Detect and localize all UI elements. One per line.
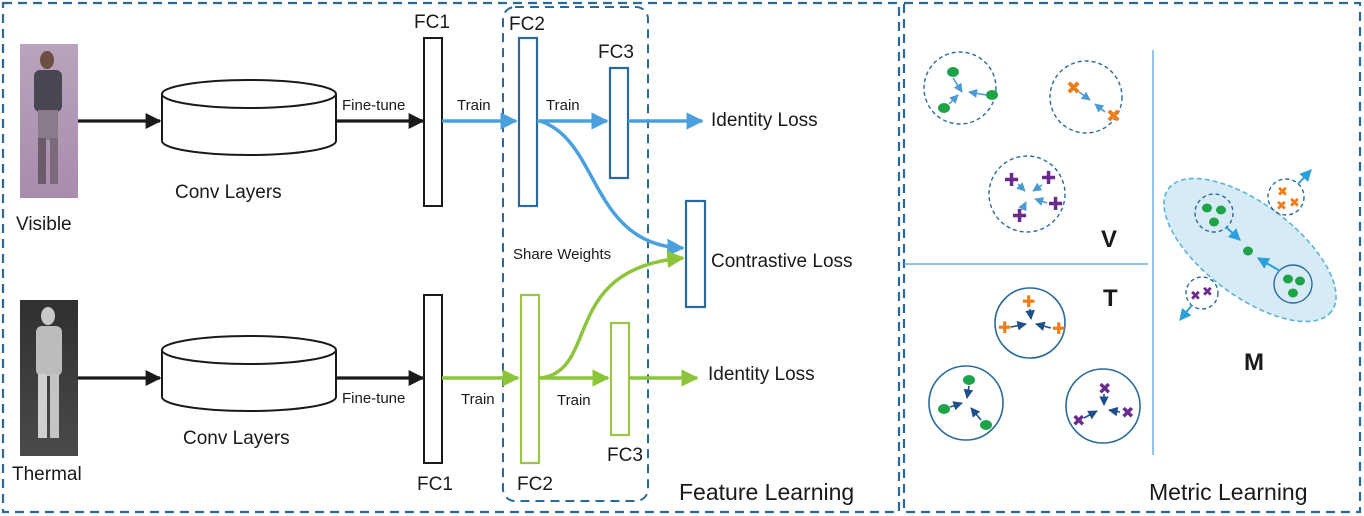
svg-text:✚: ✚ [1052, 321, 1065, 338]
train-bottom-fc2-label: Train [557, 392, 591, 409]
feature-learning-title: Feature Learning [679, 479, 854, 505]
thermal-image [20, 300, 78, 456]
fc2-top-box [517, 36, 539, 208]
conv-layers-bottom [161, 335, 337, 412]
v-cluster-orange: ✖ ✖ [1049, 60, 1123, 134]
arrow-fc2-top-to-contrastive [539, 119, 685, 257]
identity-loss-top-label: Identity Loss [711, 110, 818, 131]
feature-learning-frame [1, 1, 901, 514]
share-weights-box [502, 6, 649, 502]
conv-layers-top [161, 79, 337, 156]
svg-text:✖: ✖ [1190, 288, 1201, 303]
svg-text:✖: ✖ [1202, 284, 1213, 299]
finetune-bottom-label: Fine-tune [342, 390, 405, 407]
t-cluster-orange: ✚ ✚ ✚ [994, 287, 1066, 359]
conv-layers-bottom-label: Conv Layers [183, 428, 290, 449]
metric-learning-frame [902, 1, 1362, 514]
svg-text:✖: ✖ [1072, 413, 1085, 430]
thermal-caption: Thermal [12, 464, 82, 485]
fc2-bottom-label: FC2 [517, 474, 553, 495]
fc3-bottom-label: FC3 [607, 445, 643, 466]
fc2-top-label: FC2 [509, 14, 545, 35]
arrow-fc2-bottom-to-contrastive [540, 250, 685, 380]
svg-text:✖: ✖ [1121, 405, 1134, 422]
train-top-fc2-label: Train [546, 97, 580, 114]
svg-text:✚: ✚ [1022, 294, 1035, 311]
svg-text:✖: ✖ [1276, 198, 1287, 213]
m-panel-label: M [1244, 349, 1264, 376]
fc1-bottom-box [423, 294, 443, 464]
fc3-top-label: FC3 [598, 42, 634, 63]
v-panel-label: V [1101, 226, 1117, 253]
svg-text:✚: ✚ [998, 320, 1011, 337]
metric-learning-title: Metric Learning [1149, 479, 1308, 505]
visible-caption: Visible [16, 214, 72, 235]
m-cluster-orange: ✖ ✖ ✖ [1267, 169, 1312, 216]
train-bottom-fc1-label: Train [461, 391, 495, 408]
identity-loss-bottom-label: Identity Loss [708, 364, 815, 385]
fc1-top-box [423, 37, 443, 207]
m-cluster-purple: ✖ ✖ [1179, 276, 1219, 321]
svg-text:✖: ✖ [1289, 195, 1300, 210]
v-cluster-green [923, 51, 998, 125]
svg-text:✖: ✖ [1066, 78, 1081, 98]
m-ellipse [1163, 177, 1337, 323]
svg-text:✚: ✚ [1041, 168, 1056, 188]
fc2-bottom-box [519, 293, 541, 465]
fc3-bottom-box [609, 321, 631, 437]
t-cluster-purple: ✖ ✖ ✖ [1065, 368, 1141, 444]
svg-text:✖: ✖ [1098, 381, 1111, 398]
train-top-fc1-label: Train [457, 97, 491, 114]
contrastive-loss-label: Contrastive Loss [711, 251, 853, 272]
fc1-top-label: FC1 [414, 12, 450, 33]
visible-image [20, 44, 78, 198]
svg-text:✖: ✖ [1106, 106, 1121, 126]
svg-text:✖: ✖ [1277, 184, 1288, 199]
fc3-top-box [608, 66, 630, 180]
share-weights-label: Share Weights [513, 246, 611, 263]
svg-text:✚: ✚ [1004, 170, 1019, 190]
v-cluster-purple: ✚ ✚ ✚ ✚ [988, 155, 1066, 233]
contrastive-box [684, 199, 707, 309]
conv-layers-top-label: Conv Layers [175, 182, 282, 203]
fc1-bottom-label: FC1 [417, 474, 453, 495]
svg-text:✚: ✚ [1048, 194, 1063, 214]
t-cluster-green [928, 365, 1004, 441]
svg-text:✚: ✚ [1012, 206, 1027, 226]
t-panel-label: T [1103, 285, 1118, 312]
finetune-top-label: Fine-tune [342, 97, 405, 114]
